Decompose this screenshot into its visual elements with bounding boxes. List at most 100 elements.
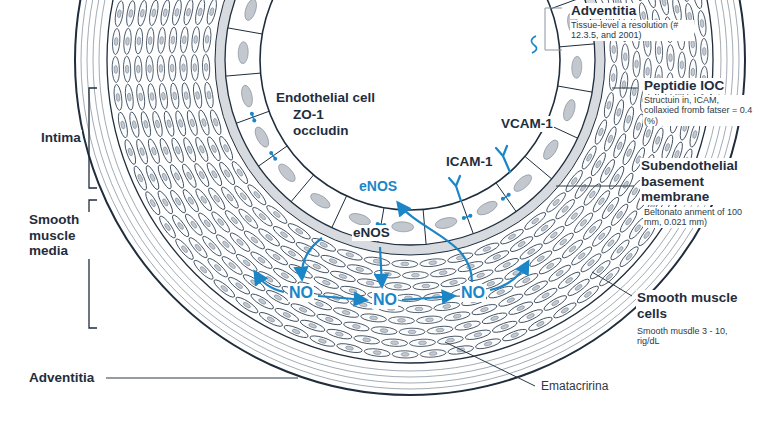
muscle-nucleus bbox=[211, 144, 218, 153]
muscle-cell bbox=[644, 0, 658, 9]
brackets bbox=[89, 88, 97, 328]
muscle-nucleus bbox=[175, 146, 181, 155]
muscle-nucleus bbox=[463, 323, 472, 328]
muscle-nucleus bbox=[415, 307, 423, 311]
muscle-cell bbox=[444, 310, 471, 322]
muscle-cell bbox=[139, 111, 152, 138]
cell-boundary bbox=[558, 86, 593, 92]
cell-label: Endothelial cell bbox=[275, 90, 376, 106]
muscle-nucleus bbox=[574, 284, 583, 292]
muscle-nucleus bbox=[502, 262, 511, 269]
muscle-cell bbox=[329, 269, 356, 284]
muscle-nucleus bbox=[359, 302, 368, 307]
muscle-cell bbox=[622, 106, 636, 133]
muscle-nucleus bbox=[174, 197, 181, 206]
leader-lines bbox=[106, 8, 638, 386]
muscle-cell bbox=[633, 51, 641, 77]
muscle-nucleus bbox=[171, 36, 175, 44]
endothelial-nucleus bbox=[541, 138, 561, 162]
muscle-nucleus bbox=[162, 198, 169, 207]
muscle-nucleus bbox=[555, 269, 564, 277]
muscle-nucleus bbox=[517, 240, 526, 247]
muscle-nucleus bbox=[140, 9, 145, 17]
muscle-cell bbox=[547, 263, 572, 284]
muscle-nucleus bbox=[159, 64, 163, 72]
muscle-nucleus bbox=[265, 234, 274, 242]
part-label: Peptidie IOC bbox=[643, 78, 725, 94]
muscle-nucleus bbox=[193, 64, 197, 72]
muscle-nucleus bbox=[184, 91, 189, 99]
muscle-cell bbox=[170, 137, 186, 164]
muscle-nucleus bbox=[536, 255, 545, 262]
muscle-nucleus bbox=[319, 241, 328, 248]
muscle-nucleus bbox=[205, 35, 209, 43]
cell-boundary bbox=[496, 183, 516, 212]
muscle-nucleus bbox=[288, 250, 297, 257]
muscle-cell bbox=[333, 306, 360, 319]
muscle-nucleus bbox=[182, 64, 186, 72]
part-label: Ematacririna bbox=[540, 380, 609, 394]
muscle-nucleus bbox=[139, 147, 145, 156]
muscle-nucleus bbox=[598, 128, 604, 137]
muscle-nucleus bbox=[226, 193, 234, 202]
muscle-cell bbox=[630, 0, 645, 2]
muscle-cell bbox=[146, 56, 154, 82]
muscle-cell bbox=[340, 284, 367, 297]
muscle-nucleus bbox=[674, 5, 679, 14]
muscle-nucleus bbox=[369, 316, 377, 321]
muscle-cell bbox=[212, 278, 237, 300]
muscle-nucleus bbox=[200, 195, 207, 204]
muscle-nucleus bbox=[190, 220, 198, 229]
muscle-nucleus bbox=[198, 171, 205, 180]
muscle-nucleus bbox=[691, 68, 695, 76]
muscle-cell bbox=[475, 337, 502, 351]
muscle-nucleus bbox=[604, 167, 611, 176]
muscle-nucleus bbox=[561, 307, 570, 314]
muscle-nucleus bbox=[692, 130, 698, 139]
muscle-cell bbox=[566, 277, 591, 298]
muscle-cell bbox=[678, 52, 686, 78]
muscle-cell bbox=[360, 313, 387, 324]
muscle-nucleus bbox=[664, 143, 670, 152]
muscle-cell bbox=[402, 271, 428, 279]
muscle-cell bbox=[173, 237, 195, 262]
muscle-cell bbox=[392, 351, 418, 359]
muscle-cell bbox=[125, 0, 136, 27]
muscle-cell bbox=[364, 348, 391, 358]
muscle-cell bbox=[157, 214, 178, 240]
tight-junction bbox=[462, 216, 466, 220]
muscle-nucleus bbox=[148, 65, 152, 73]
muscle-nucleus bbox=[228, 262, 236, 270]
muscle-nucleus bbox=[325, 317, 334, 323]
muscle-cell bbox=[123, 28, 132, 54]
muscle-cell bbox=[169, 83, 180, 110]
muscle-nucleus bbox=[401, 353, 409, 357]
muscle-nucleus bbox=[613, 173, 620, 182]
muscle-nucleus bbox=[625, 253, 633, 261]
endothelium-layer bbox=[226, 0, 595, 244]
muscle-cell bbox=[114, 0, 125, 27]
muscle-cell bbox=[143, 190, 162, 216]
muscle-nucleus bbox=[230, 216, 238, 224]
muscle-nucleus bbox=[474, 332, 483, 337]
muscle-nucleus bbox=[128, 9, 133, 17]
muscle-nucleus bbox=[418, 341, 426, 345]
muscle-cell bbox=[134, 138, 149, 165]
layer-label: Smooth muscle media bbox=[28, 212, 92, 259]
muscle-cell bbox=[168, 55, 176, 81]
muscle-nucleus bbox=[274, 294, 283, 301]
muscle-cell bbox=[399, 328, 425, 335]
muscle-cell bbox=[371, 326, 398, 336]
muscle-nucleus bbox=[605, 273, 613, 281]
muscle-nucleus bbox=[203, 219, 211, 227]
muscle-nucleus bbox=[596, 266, 604, 274]
muscle-nucleus bbox=[236, 238, 244, 246]
muscle-nucleus bbox=[429, 260, 437, 264]
muscle-nucleus bbox=[584, 291, 593, 299]
muscle-nucleus bbox=[178, 119, 184, 128]
muscle-nucleus bbox=[281, 272, 290, 279]
muscle-nucleus bbox=[657, 46, 661, 54]
muscle-nucleus bbox=[352, 324, 361, 329]
muscle-nucleus bbox=[187, 145, 193, 154]
muscle-cell bbox=[192, 82, 203, 109]
